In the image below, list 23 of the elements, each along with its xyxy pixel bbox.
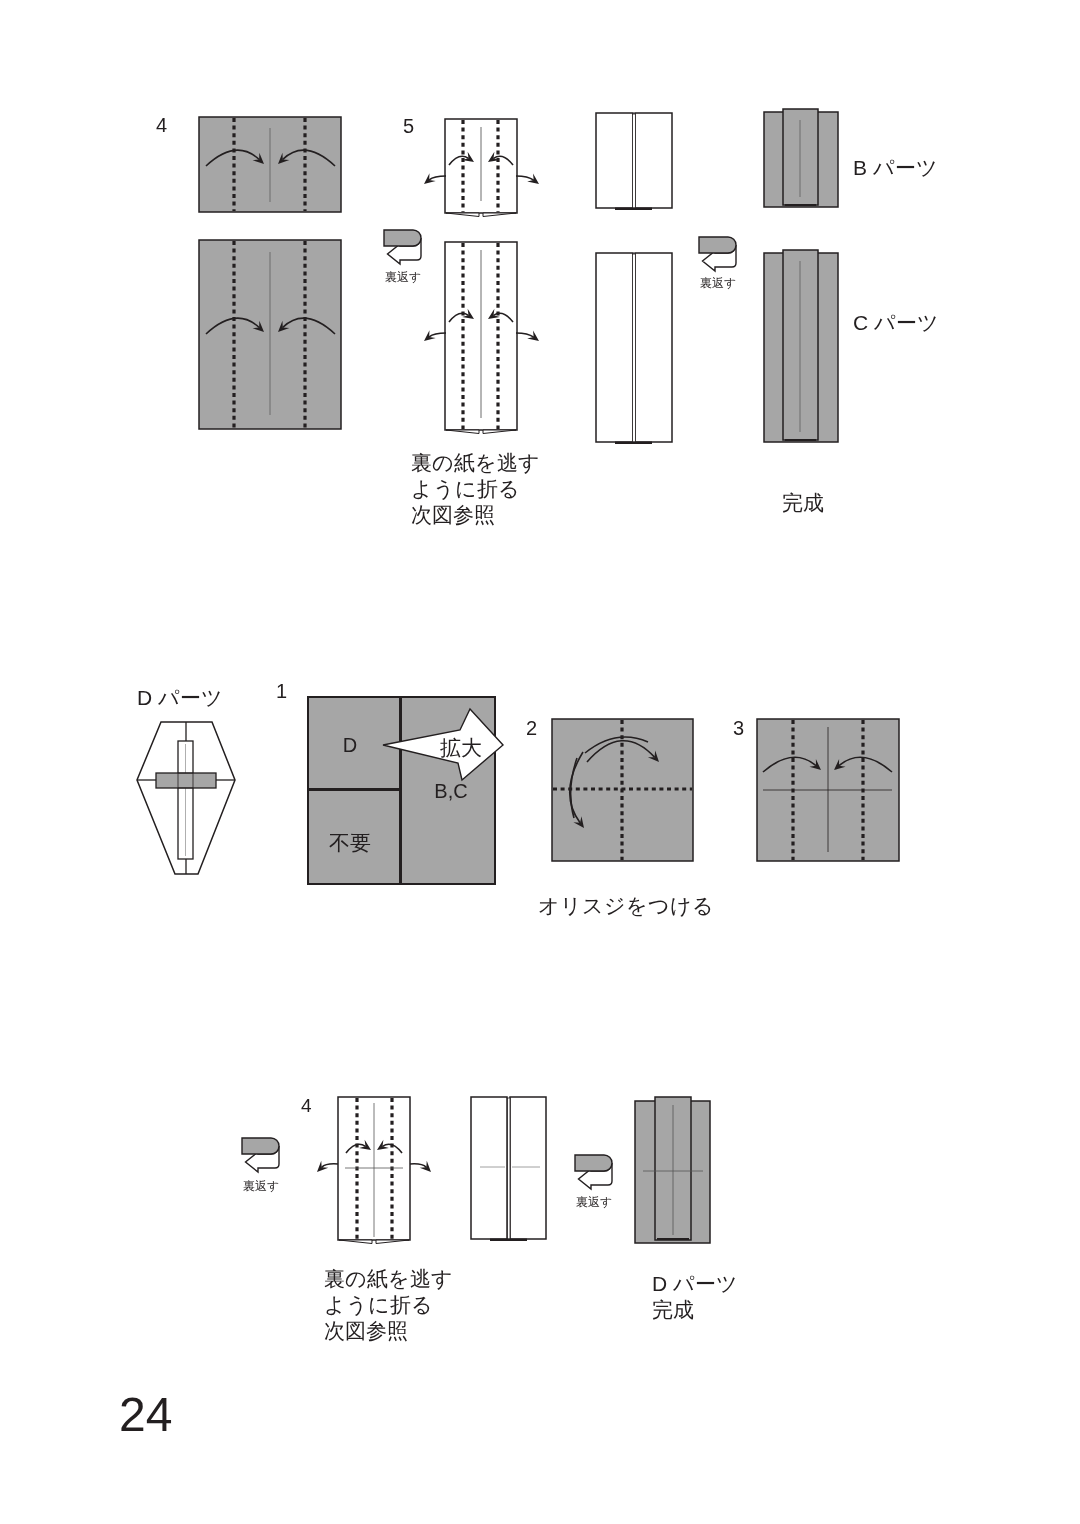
icon-caption: 裏返す xyxy=(700,277,736,289)
caption-text: 完成 xyxy=(782,492,824,513)
step-number: 3 xyxy=(733,718,745,738)
note-text: 次図参照 xyxy=(324,1320,408,1341)
note-text: 次図参照 xyxy=(411,504,495,525)
step-number: 1 xyxy=(276,681,288,701)
step-number: 2 xyxy=(526,718,538,738)
step-number: 4 xyxy=(301,1096,312,1115)
paper-section: 不要 xyxy=(307,789,401,885)
caption-text: D パーツ完成 xyxy=(652,1271,739,1323)
icon-caption: 裏返す xyxy=(385,271,421,283)
instruction-text: オリスジをつける xyxy=(538,895,714,916)
instruction-text: 裏の紙を逃すように折る xyxy=(324,1266,454,1318)
part-name: D パーツ xyxy=(137,687,223,708)
icon-caption: 裏返す xyxy=(576,1196,612,1208)
part-name: B パーツ xyxy=(853,157,938,178)
step-number: 5 xyxy=(403,116,415,136)
paper-section: D xyxy=(307,696,401,790)
page-number: 24 xyxy=(119,1391,173,1439)
icon-caption: 裏返す xyxy=(243,1180,279,1192)
part-name: C パーツ xyxy=(853,312,939,333)
instruction-text: 裏の紙を逃すように折る xyxy=(411,450,541,502)
step-number: 4 xyxy=(156,115,168,135)
